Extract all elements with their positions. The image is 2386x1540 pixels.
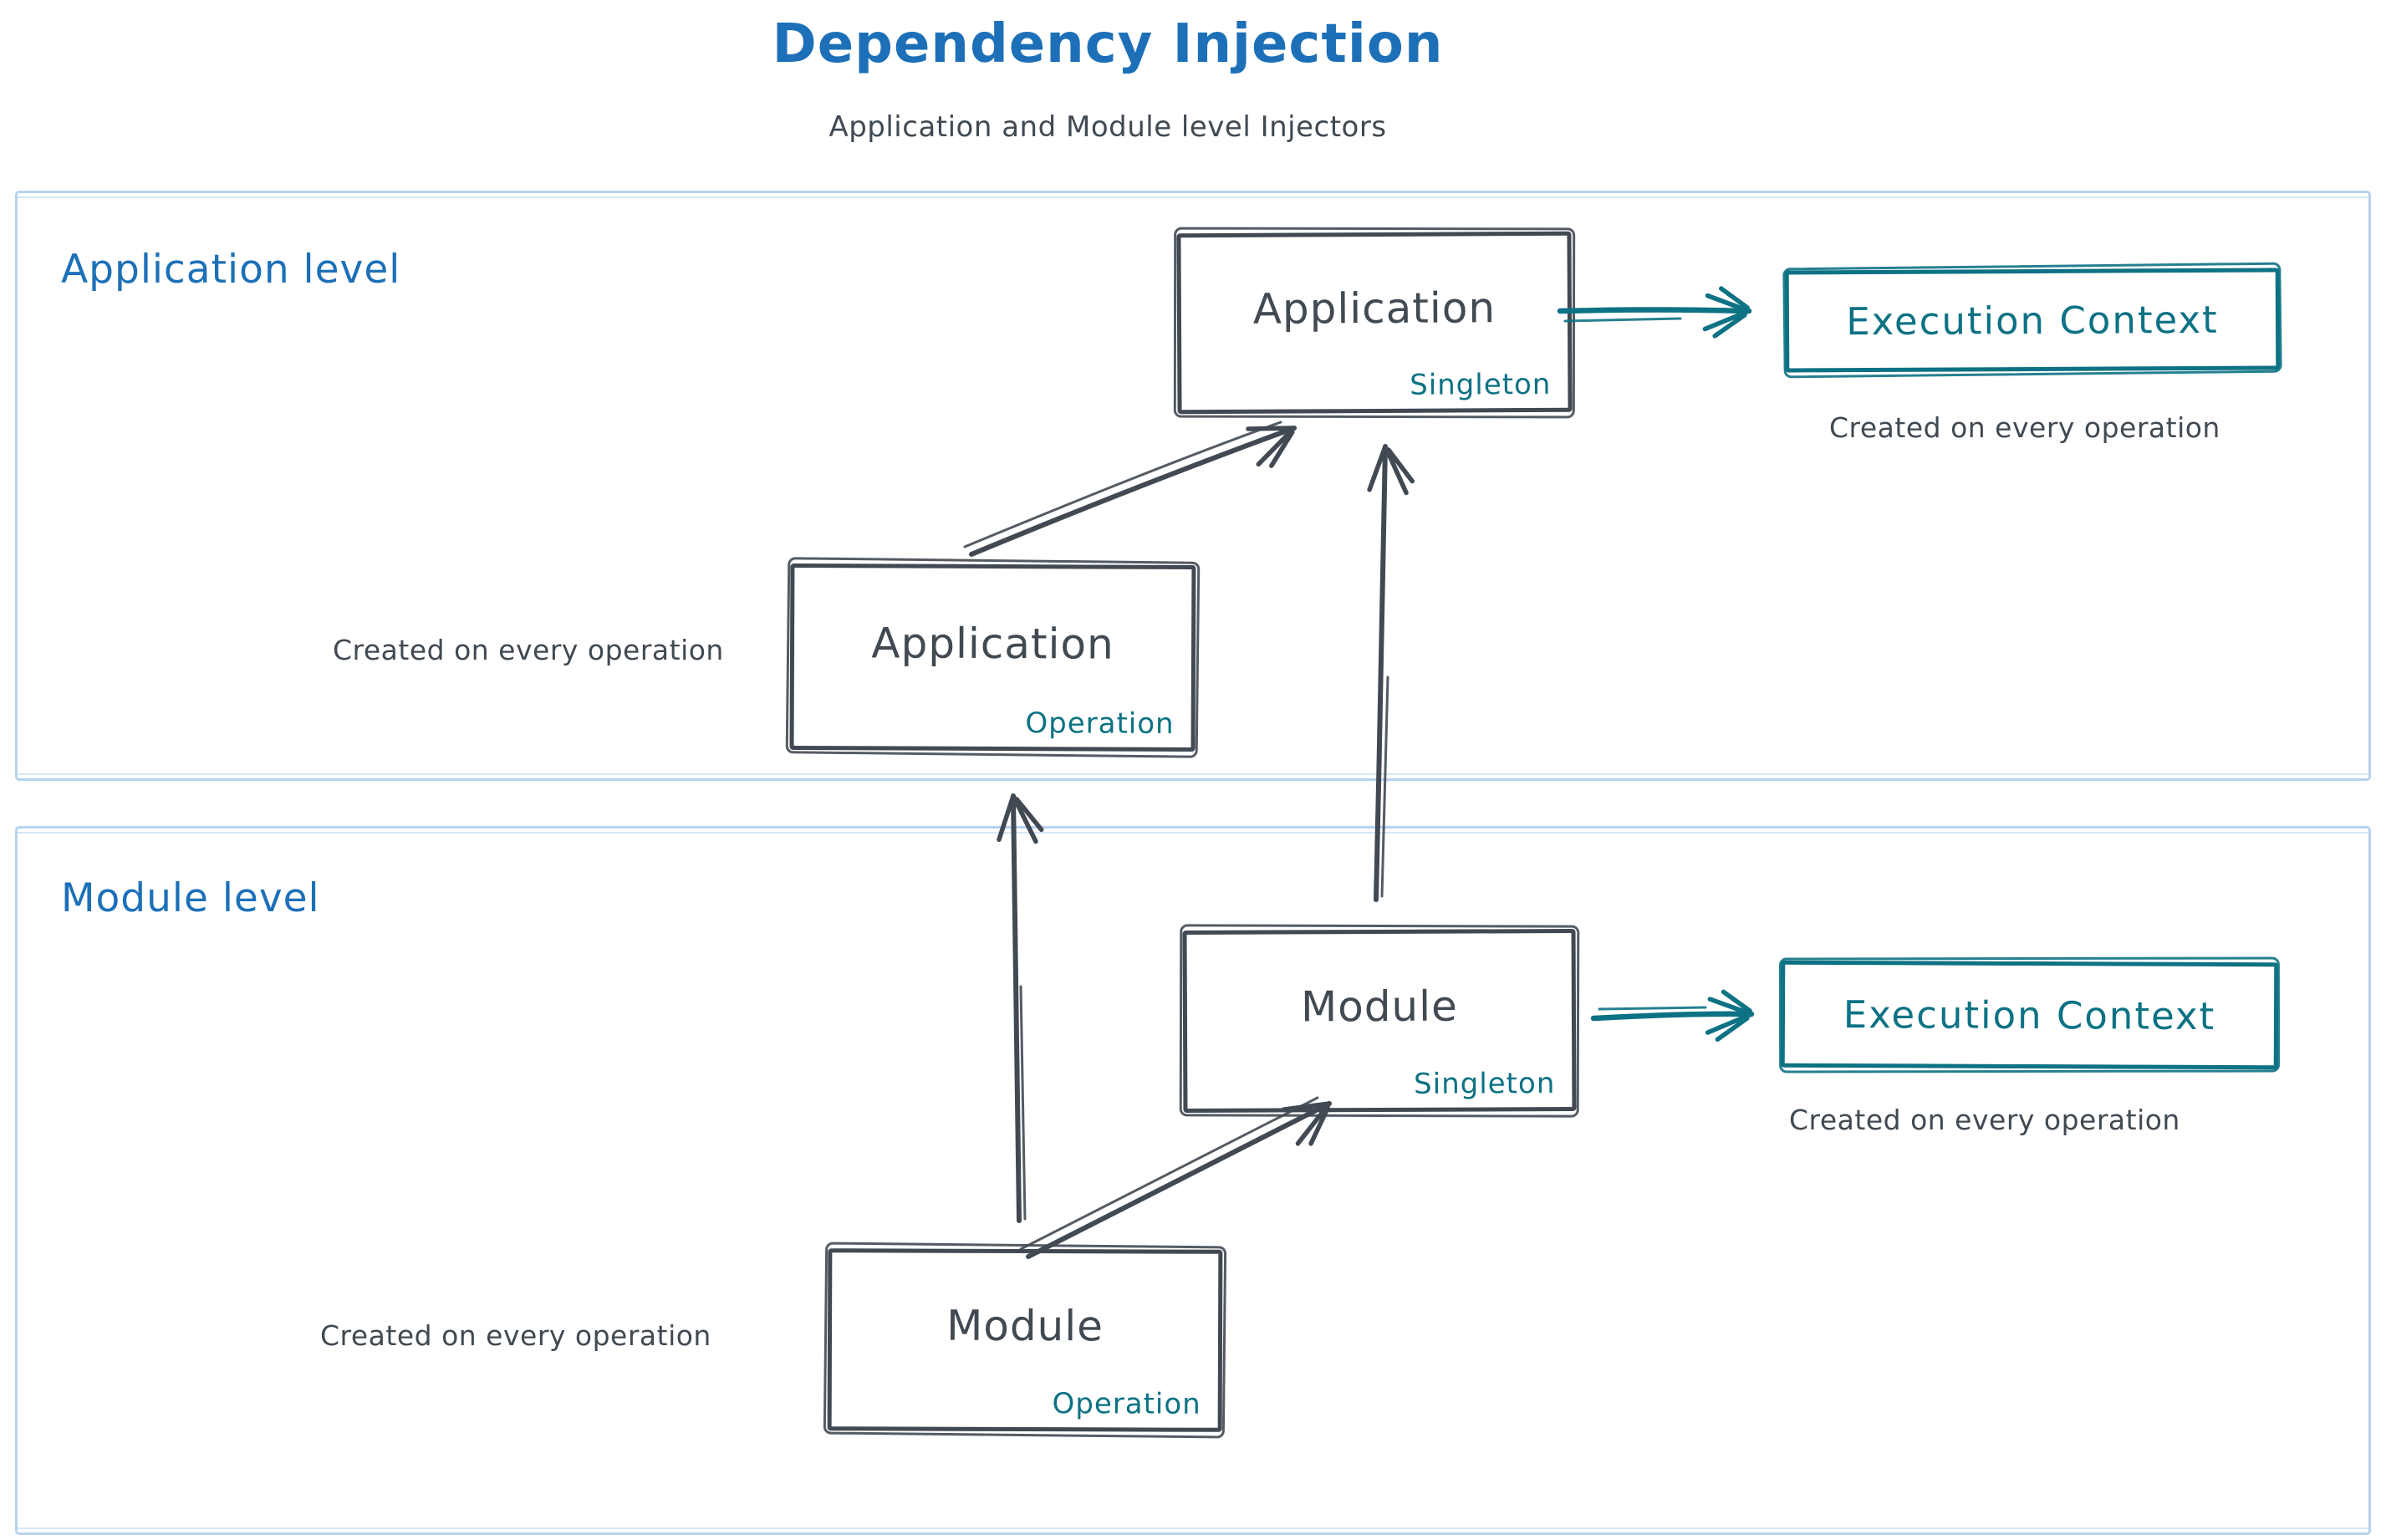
module-operation-box: Module Operation bbox=[827, 1248, 1223, 1432]
module-operation-scope-label: Operation bbox=[1052, 1387, 1201, 1421]
module-execution-context-box: Execution Context bbox=[1780, 960, 2279, 1070]
application-execution-context-label: Execution Context bbox=[1846, 297, 2219, 344]
module-level-label: Module level bbox=[61, 875, 320, 921]
application-singleton-scope-label: Singleton bbox=[1410, 367, 1552, 402]
application-operation-scope-label: Operation bbox=[1025, 706, 1175, 741]
diagram-subtitle: Application and Module level Injectors bbox=[828, 110, 1387, 144]
module-singleton-title: Module bbox=[1300, 982, 1458, 1032]
module-singleton-box: Module Singleton bbox=[1182, 928, 1577, 1114]
application-operation-title: Application bbox=[871, 618, 1114, 669]
application-singleton-box: Application Singleton bbox=[1176, 231, 1573, 415]
application-level-label: Application level bbox=[61, 247, 401, 293]
module-operation-caption: Created on every operation bbox=[320, 1319, 711, 1352]
module-execution-context-caption: Created on every operation bbox=[1789, 1104, 2180, 1136]
application-execution-context-caption: Created on every operation bbox=[1829, 411, 2220, 444]
diagram-title: Dependency Injection bbox=[772, 13, 1444, 75]
module-execution-context-label: Execution Context bbox=[1843, 992, 2216, 1038]
module-singleton-scope-label: Singleton bbox=[1414, 1067, 1556, 1101]
application-execution-context-box: Execution Context bbox=[1784, 268, 2281, 373]
application-operation-box: Application Operation bbox=[789, 563, 1196, 752]
application-singleton-title: Application bbox=[1252, 283, 1496, 334]
module-operation-title: Module bbox=[946, 1301, 1104, 1351]
application-operation-caption: Created on every operation bbox=[333, 634, 724, 666]
module-level-section: Module level bbox=[15, 826, 2371, 1535]
application-level-section: Application level bbox=[15, 191, 2371, 781]
